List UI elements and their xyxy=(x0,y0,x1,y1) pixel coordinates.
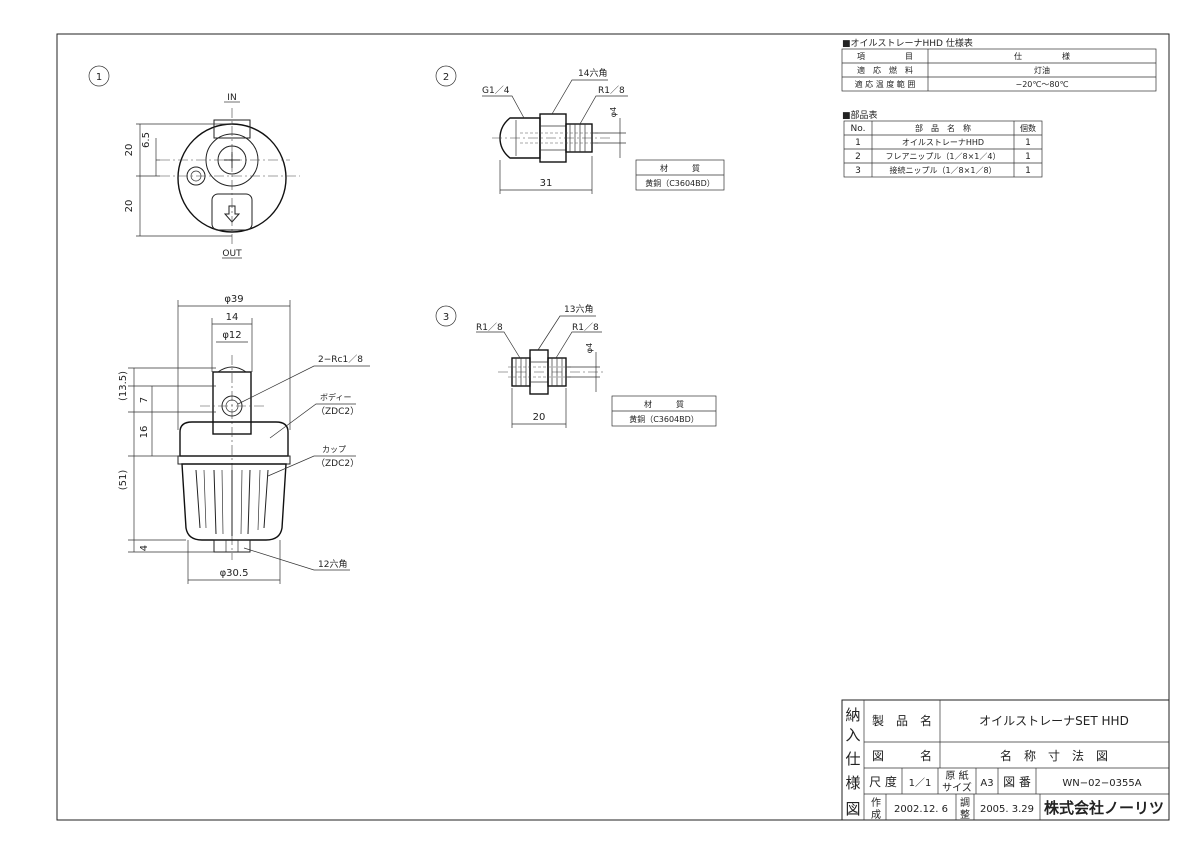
leader-body-material: （ZDC2） xyxy=(316,406,359,417)
leader-cup: カップ xyxy=(322,445,346,454)
spec-row-2-value: −20℃〜80℃ xyxy=(1015,80,1068,89)
product-value: オイルストレーナSET HHD xyxy=(979,714,1129,728)
label-out: OUT xyxy=(222,249,242,259)
parts-row-3-qty: 1 xyxy=(1025,166,1031,176)
view-2-length: 31 xyxy=(540,178,553,189)
spec-table-title: ■オイルストレーナHHD 仕様表 xyxy=(842,37,973,49)
leader-body: ボディー xyxy=(320,392,351,402)
leader-cup-material: （ZDC2） xyxy=(316,458,359,469)
view-1-number: 1 xyxy=(96,72,102,83)
side-char-2: 入 xyxy=(845,726,860,744)
side-char-4: 様 xyxy=(845,774,860,792)
view-3-thread-right: R1／8 xyxy=(572,322,599,333)
adjust-label-2: 整 xyxy=(960,808,970,821)
drawing-value: 名 称 寸 法 図 xyxy=(1000,748,1108,763)
parts-header-qty: 個数 xyxy=(1020,123,1036,133)
made-label-1: 作 xyxy=(871,797,881,809)
parts-header-no: No. xyxy=(851,124,866,134)
adjust-label-1: 調 xyxy=(960,796,970,809)
view-2-flare-nipple: 2 G1／4 14六角 R1／8 φ4 31 材 質 黄銅（C3604BD） xyxy=(435,65,725,194)
parts-row-1-name: オイルストレーナHHD xyxy=(902,138,984,147)
parts-row-3-no: 3 xyxy=(855,166,861,176)
paper-label-1: 原 紙 xyxy=(945,769,968,782)
dim-7: 7 xyxy=(139,397,150,403)
drain-hex xyxy=(213,539,251,553)
title-block: 納 入 仕 様 図 製 品 名 オイルストレーナSET HHD 図 名 名 称 … xyxy=(841,699,1170,821)
view-2-thread-right: R1／8 xyxy=(598,85,625,96)
scale-label: 尺 度 xyxy=(869,774,897,789)
view-1-number-circle xyxy=(88,65,110,87)
view-3-material-header: 材 質 xyxy=(644,399,684,409)
side-char-5: 図 xyxy=(845,800,860,818)
paper-label-2: サイズ xyxy=(942,781,972,794)
company-name: 株式会社ノーリツ xyxy=(1044,799,1164,817)
adjust-value: 2005. 3.29 xyxy=(980,804,1034,815)
dim-14: 14 xyxy=(226,312,239,323)
dim-16: 16 xyxy=(139,426,150,439)
product-label: 製 品 名 xyxy=(872,713,932,728)
view-1-top: 1 IN OUT 20 6.5 20 xyxy=(88,65,300,259)
view-3-connecting-nipple: 3 R1／8 13六角 R1／8 φ4 20 材 質 黄銅（C3604BD） xyxy=(435,303,717,428)
number-value: WN−02−0355A xyxy=(1062,778,1141,789)
spec-header-item: 項 目 xyxy=(857,52,913,61)
inlet-boss xyxy=(213,119,251,139)
spec-row-2-label: 適 応 温 度 範 囲 xyxy=(855,79,916,89)
spec-header-spec: 仕 様 xyxy=(1014,51,1070,61)
view-2-thread-left: G1／4 xyxy=(482,85,510,96)
sheet-border xyxy=(56,33,1170,821)
spec-row-1-label: 適 応 燃 料 xyxy=(857,65,913,75)
label-in: IN xyxy=(227,93,236,103)
paper-value: A3 xyxy=(980,778,993,789)
parts-row-3-name: 接続ニップル（1／8×1／8） xyxy=(889,165,996,175)
dim-4: 4 xyxy=(139,545,150,551)
parts-table-title: ■部品表 xyxy=(842,109,878,121)
leader-hex: 12六角 xyxy=(318,558,347,570)
body-shell xyxy=(179,421,289,457)
parts-row-2-no: 2 xyxy=(855,152,861,162)
parts-row-2-qty: 1 xyxy=(1025,152,1031,162)
view-3-phi4: φ4 xyxy=(585,343,594,353)
view-3-material-value: 黄銅（C3604BD） xyxy=(629,414,699,424)
view-2-number: 2 xyxy=(443,72,449,83)
dim-6-5: 6.5 xyxy=(141,132,152,148)
view-2-material-value: 黄銅（C3604BD） xyxy=(645,178,715,188)
flare-cap xyxy=(499,117,541,159)
scale-value: 1／1 xyxy=(909,777,932,789)
view-1-front: φ39 14 φ12 (13. xyxy=(118,294,370,584)
parts-table: ■部品表 No. 部 品 名 称 個数 1 オイルストレーナHHD 1 2 フレ… xyxy=(842,109,1043,178)
side-char-1: 納 xyxy=(845,706,860,724)
view-2-number-circle xyxy=(435,65,457,87)
view-2-material-header: 材 質 xyxy=(660,163,700,173)
drawing-label: 図 名 xyxy=(872,748,932,763)
side-char-3: 仕 xyxy=(845,750,860,768)
dim-phi39: φ39 xyxy=(224,294,243,305)
number-label: 図 番 xyxy=(1003,775,1031,789)
spec-row-1-value: 灯油 xyxy=(1034,65,1050,75)
dim-51: (51) xyxy=(118,470,129,491)
leader-port: 2−Rc1／8 xyxy=(318,354,363,365)
parts-row-2-name: フレアニップル（1／8×1／4） xyxy=(886,152,1001,161)
view-3-thread-left: R1／8 xyxy=(476,322,503,333)
body-ring xyxy=(177,455,291,465)
parts-row-1-no: 1 xyxy=(855,138,861,148)
view-2-hex: 14六角 xyxy=(578,67,607,79)
made-label-2: 成 xyxy=(871,809,881,821)
dim-13-5: (13.5) xyxy=(118,371,129,401)
view-3-number: 3 xyxy=(443,312,449,323)
spec-table: ■オイルストレーナHHD 仕様表 項 目 仕 様 適 応 燃 料 灯油 適 応 … xyxy=(841,37,1157,92)
filter-cup xyxy=(181,463,287,541)
flow-arrow-icon xyxy=(223,205,241,223)
view-3-number-circle xyxy=(435,305,457,327)
dim-top-20: 20 xyxy=(124,144,135,157)
parts-header-name: 部 品 名 称 xyxy=(915,123,971,133)
made-value: 2002.12. 6 xyxy=(894,804,948,815)
parts-row-1-qty: 1 xyxy=(1025,138,1031,148)
dim-bottom-20: 20 xyxy=(124,200,135,213)
dim-phi12: φ12 xyxy=(222,330,241,341)
view-3-length: 20 xyxy=(533,412,546,423)
dim-phi30-5: φ30.5 xyxy=(220,568,249,579)
view-3-hex: 13六角 xyxy=(564,303,593,315)
view-2-phi4: φ4 xyxy=(609,107,618,117)
